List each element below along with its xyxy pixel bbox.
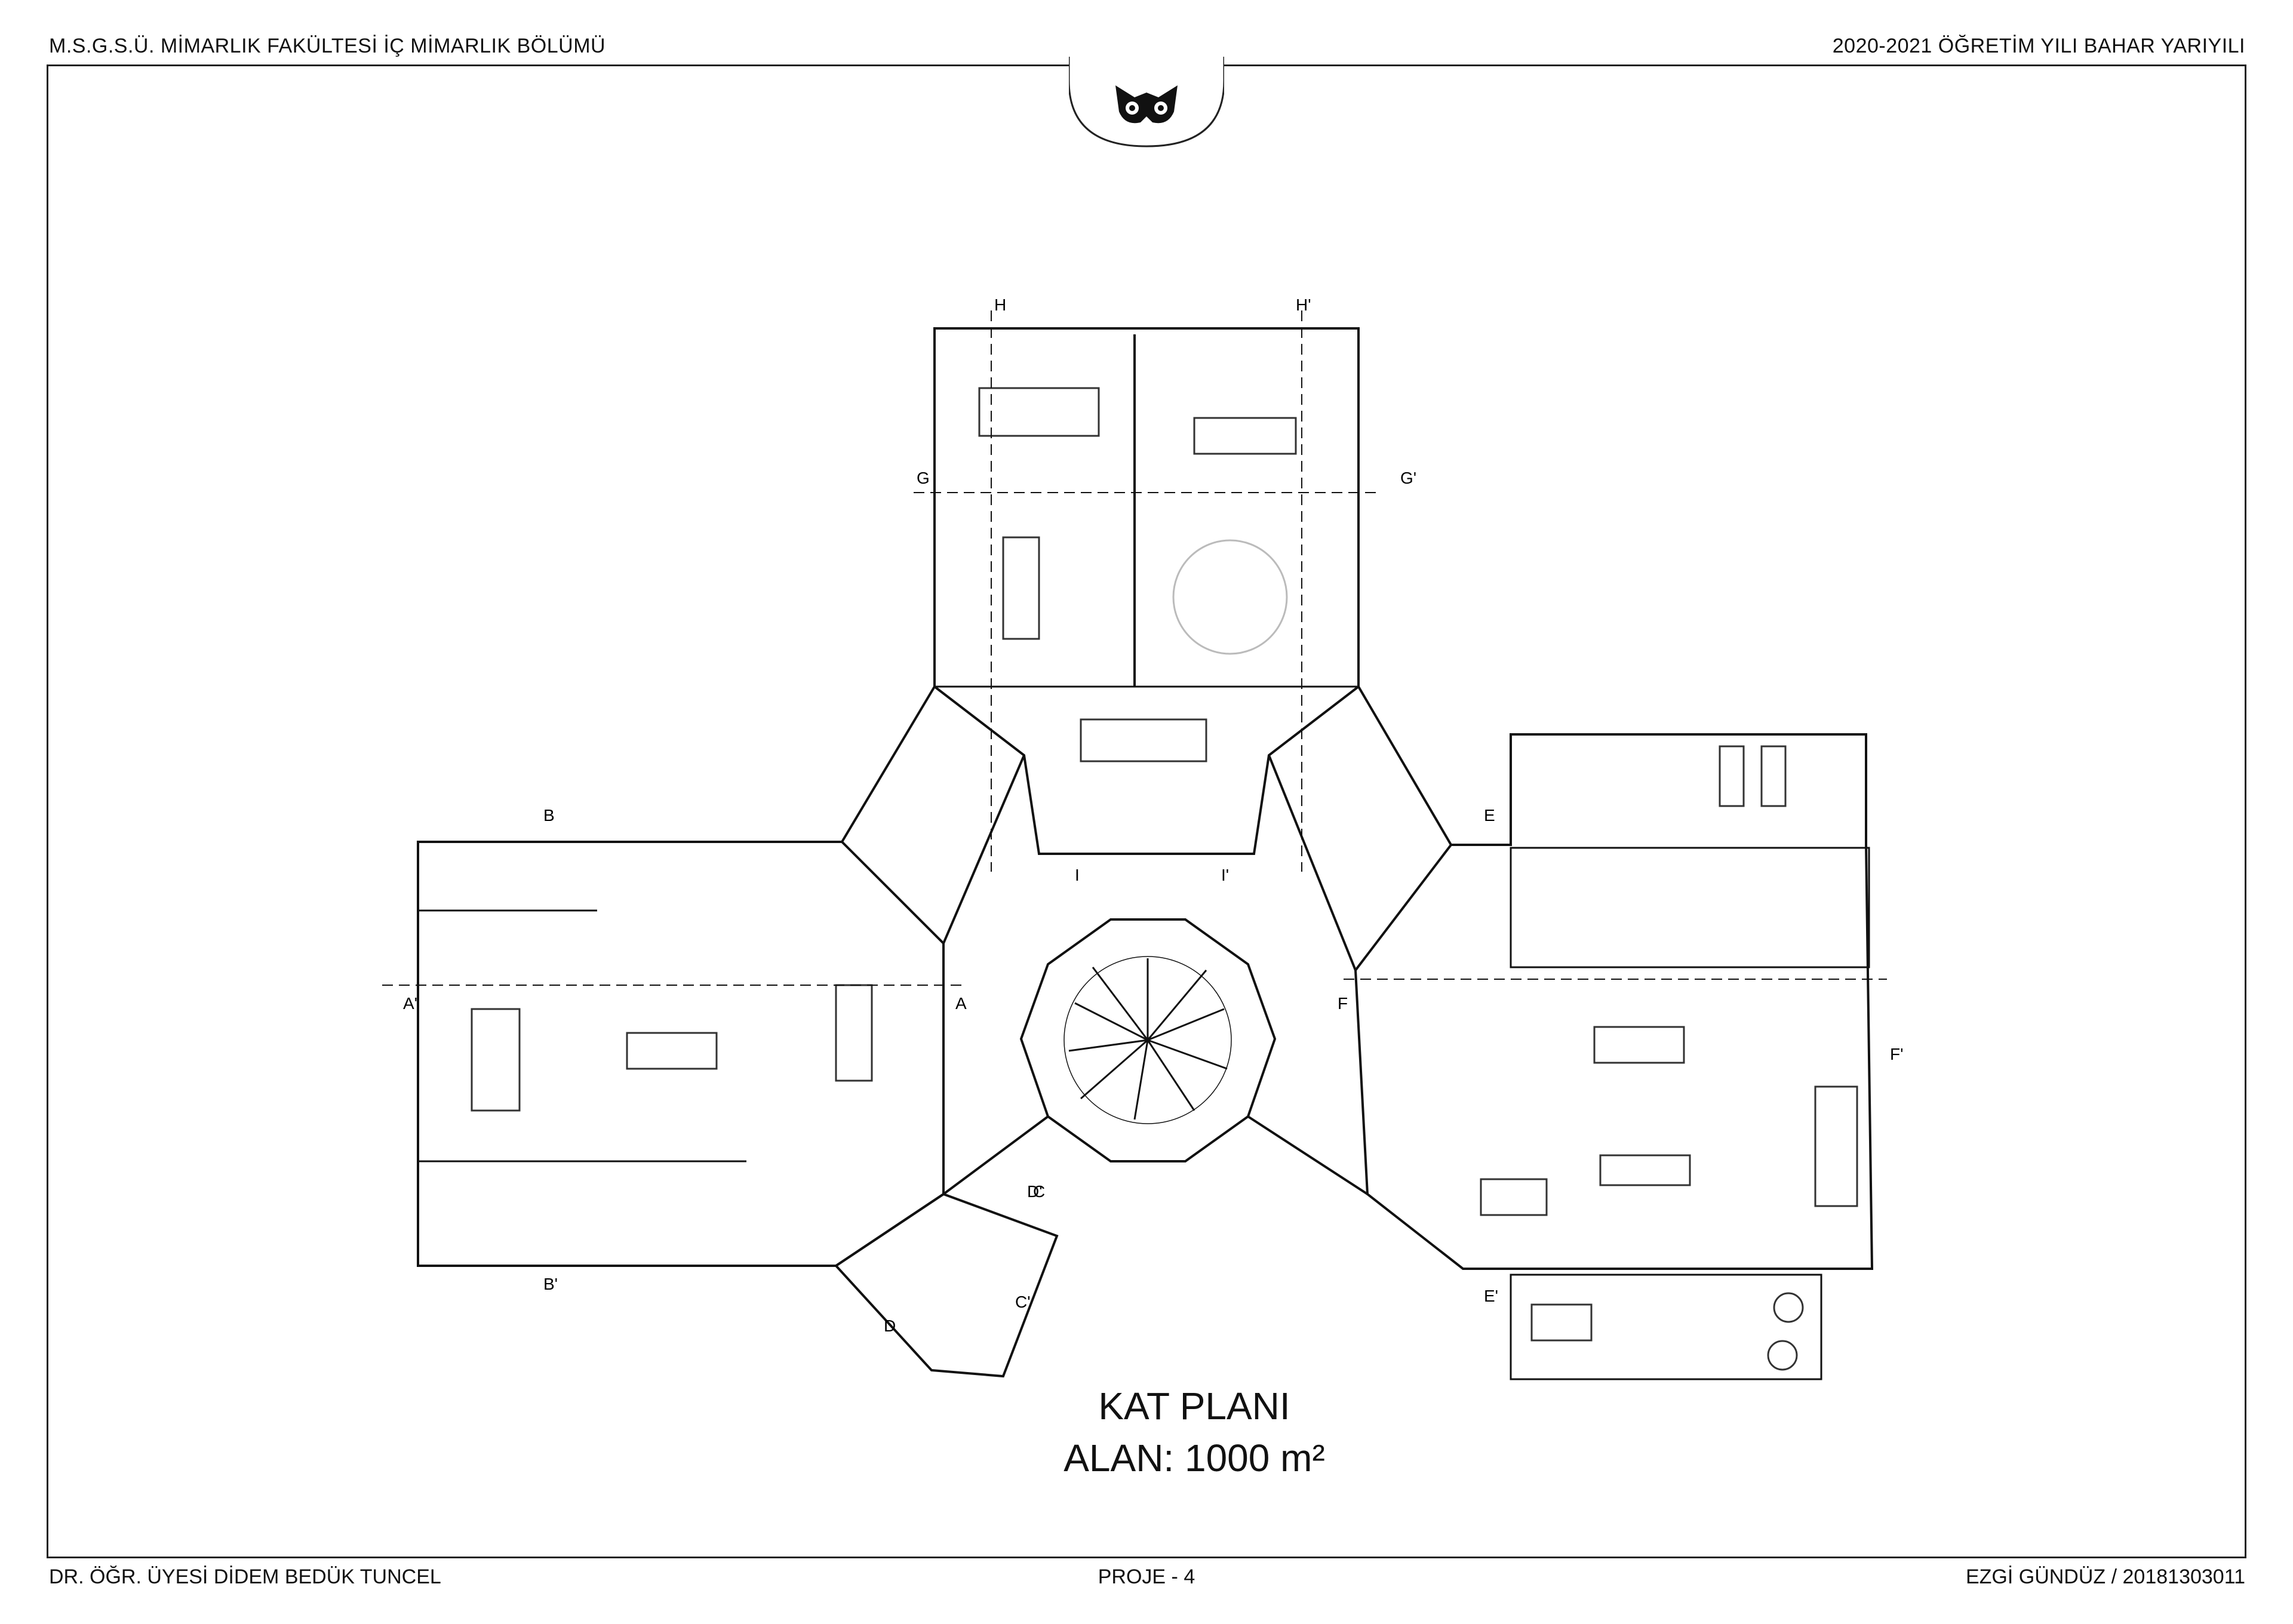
drawing-area: ALAN: 1000 m² <box>1063 1437 1325 1480</box>
lounge-sofa <box>1599 1154 1691 1186</box>
section-marker-e-prime: E' <box>1484 1287 1498 1305</box>
section-marker-b-prime: B' <box>543 1275 558 1293</box>
section-marker-f-prime: F' <box>1890 1045 1903 1063</box>
reception-desk <box>1080 718 1207 762</box>
section-marker-c-prime: C' <box>1015 1293 1031 1311</box>
treadmill <box>1760 745 1787 807</box>
work-table <box>1593 1026 1685 1064</box>
office-desk <box>1193 417 1297 455</box>
section-marker-d: D <box>884 1317 896 1335</box>
dining-table <box>1480 1178 1548 1216</box>
office-desk <box>978 387 1100 437</box>
section-marker-d-prime: D' <box>1027 1182 1043 1201</box>
semester-header: 2020-2021 ÖĞRETİM YILI BAHAR YARIYILI <box>1832 35 2245 57</box>
section-marker-i-prime: I' <box>1221 866 1229 884</box>
section-marker-h: H <box>994 296 1006 314</box>
instructor-name: DR. ÖĞR. ÜYESİ DİDEM BEDÜK TUNCEL <box>49 1565 441 1588</box>
drawing-title: KAT PLANI <box>1098 1385 1290 1428</box>
section-marker-a-prime: A' <box>403 994 417 1013</box>
section-marker-b: B <box>543 806 555 825</box>
section-marker-f: F <box>1338 994 1348 1013</box>
work-table <box>626 1032 718 1070</box>
round-rug <box>1172 539 1288 655</box>
meeting-table <box>471 1008 521 1112</box>
atrium-tree <box>1063 956 1232 1124</box>
north-wing-walls <box>933 327 1360 855</box>
section-marker-g-prime: G' <box>1400 469 1416 487</box>
treadmill <box>1719 745 1745 807</box>
meeting-table <box>1814 1085 1858 1207</box>
student-name: EZGİ GÜNDÜZ / 20181303011 <box>1965 1565 2245 1588</box>
section-marker-h-prime: H' <box>1296 296 1311 314</box>
meeting-table <box>835 984 873 1082</box>
section-marker-a: A <box>955 994 967 1013</box>
outdoor-chair <box>1773 1292 1804 1323</box>
east-wing-walls <box>1354 733 1874 1270</box>
project-number: PROJE - 4 <box>1098 1565 1195 1588</box>
outdoor-table <box>1530 1303 1593 1342</box>
south-room-walls <box>834 1192 1059 1378</box>
section-marker-e: E <box>1484 806 1495 825</box>
owl-logo <box>1069 57 1224 147</box>
section-marker-c: C <box>1033 1182 1045 1201</box>
outdoor-chair <box>1767 1340 1798 1371</box>
sofa <box>1002 536 1040 640</box>
central-atrium <box>1019 918 1277 1162</box>
section-marker-g: G <box>917 469 930 487</box>
school-header: M.S.G.S.Ü. MİMARLIK FAKÜLTESİ İÇ MİMARLI… <box>49 35 606 57</box>
section-marker-i: I <box>1075 866 1080 884</box>
